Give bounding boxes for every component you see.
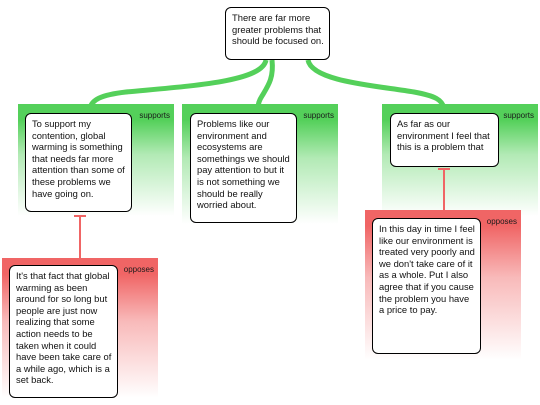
opposes-label: opposes bbox=[486, 217, 517, 226]
main-claim-text: There are far more greater problems that… bbox=[232, 12, 324, 47]
connector-reason-3 bbox=[305, 59, 447, 109]
objection-3-text: In this day in time I feel like our envi… bbox=[379, 223, 475, 316]
objection-1-connector bbox=[79, 217, 81, 260]
reason-1-text: To support my contention, global warming… bbox=[32, 118, 125, 199]
supports-label: supports bbox=[303, 111, 334, 120]
objection-3-marker bbox=[438, 168, 450, 170]
objection-1-box[interactable]: It's that fact that global warming as be… bbox=[9, 265, 118, 398]
main-claim-box[interactable]: There are far more greater problems that… bbox=[225, 7, 330, 60]
reason-2-box[interactable]: Problems like our environment and ecosys… bbox=[190, 113, 297, 223]
objection-1-marker bbox=[74, 215, 86, 217]
supports-label: supports bbox=[503, 111, 534, 120]
objection-3-connector bbox=[443, 170, 445, 212]
opposes-label: opposes bbox=[123, 265, 154, 274]
objection-3-box[interactable]: In this day in time I feel like our envi… bbox=[372, 218, 481, 354]
reason-3-text: As far as our environment I feel that th… bbox=[397, 118, 490, 153]
reason-1-box[interactable]: To support my contention, global warming… bbox=[25, 113, 132, 212]
reason-3-box[interactable]: As far as our environment I feel that th… bbox=[390, 113, 499, 167]
objection-1-text: It's that fact that global warming as be… bbox=[16, 270, 112, 386]
connector-reason-1 bbox=[87, 59, 269, 109]
reason-2-text: Problems like our environment and ecosys… bbox=[197, 118, 290, 211]
supports-label: supports bbox=[139, 111, 170, 120]
